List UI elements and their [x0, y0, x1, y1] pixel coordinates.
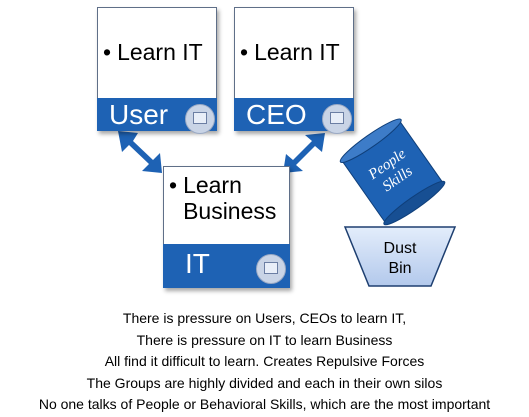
caption-line-2: There is pressure on IT to learn Busines…	[136, 331, 393, 348]
it-card: •Learn Business IT	[163, 166, 290, 288]
bullet: •	[240, 39, 249, 65]
bullet: •	[103, 39, 112, 65]
dust-bin-label-line1: Dust	[383, 240, 417, 257]
dust-bin-label: Dust Bin	[365, 239, 435, 279]
caption-line-4: The Groups are highly divided and each i…	[86, 374, 443, 391]
bullet: •	[169, 172, 178, 198]
caption: There is pressure on Users, CEOs to lear…	[0, 308, 529, 416]
picture-placeholder-icon	[256, 254, 286, 284]
it-card-text: •Learn Business	[169, 172, 276, 224]
dust-bin	[343, 226, 457, 287]
user-card-text: •Learn IT	[103, 13, 203, 65]
picture-placeholder-icon	[322, 104, 352, 134]
caption-line-5: No one talks of People or Behavioral Ski…	[38, 396, 491, 412]
caption-line-3: All find it difficult to learn. Creates …	[104, 353, 425, 369]
it-card-task: Learn Business	[183, 172, 277, 224]
ceo-card: •Learn IT CEO	[234, 7, 354, 134]
user-card: •Learn IT User	[97, 7, 217, 134]
ceo-card-task: Learn IT	[254, 39, 340, 65]
double-arrow-user-it	[118, 131, 162, 173]
dust-bin-label-line2: Bin	[388, 260, 412, 277]
picture-placeholder-icon	[185, 104, 215, 134]
people-skills-scroll: People Skills	[339, 118, 446, 226]
user-card-task: Learn IT	[117, 39, 203, 65]
caption-line-1: There is pressure on Users, CEOs to lear…	[122, 310, 407, 326]
ceo-card-text: •Learn IT	[240, 13, 340, 65]
double-arrow-ceo-it	[283, 133, 325, 173]
